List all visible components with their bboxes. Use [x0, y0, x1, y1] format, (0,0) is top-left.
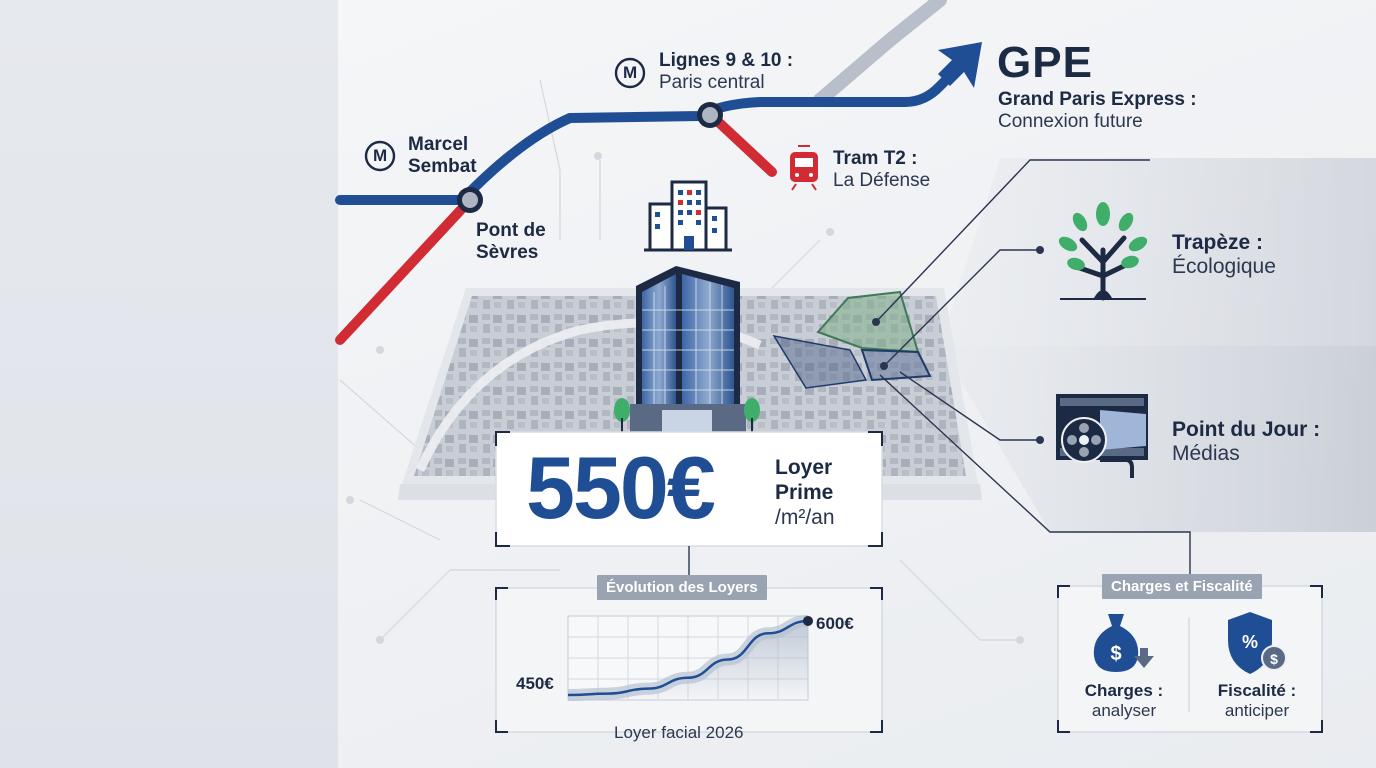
marcel-sembat-line1: Marcel: [408, 134, 469, 155]
svg-text:$: $: [1270, 651, 1278, 667]
evolution-tag: Évolution des Loyers: [597, 575, 767, 600]
tram-t2-label: Tram T2 : La Défense: [833, 148, 930, 192]
chart-series-line: [567, 619, 809, 697]
office-building-icon: [644, 180, 732, 252]
svg-text:$: $: [1110, 643, 1121, 665]
metro-symbol-lignes: M: [623, 63, 638, 82]
gpe-subtitle: Connexion future: [998, 110, 1143, 132]
fiscalite-label: Fiscalité : anticiper: [1212, 681, 1302, 720]
pont-de-sevres-line2: Sèvres: [476, 241, 539, 263]
rent-label-line1: Loyer: [775, 456, 833, 479]
marcel-sembat-label: Marcel Sembat: [408, 134, 477, 178]
money-bag-icon: $: [1093, 614, 1154, 672]
gray-transit-line: [813, 0, 947, 107]
point-du-jour-panel: [940, 346, 1376, 532]
trapeze-panel: [940, 158, 1376, 346]
tram-t2-title: Tram T2 :: [833, 148, 918, 169]
pont-de-sevres-line1: Pont de: [476, 220, 546, 241]
metro-icon-lignes-9-10: [614, 57, 646, 89]
charges-subtitle: analyser: [1091, 700, 1157, 720]
film-reel-icon: [1056, 394, 1148, 478]
rent-unit: /m²/an: [775, 506, 835, 530]
station-pont-de-sevres: [457, 187, 483, 213]
evolution-chart: [567, 614, 813, 702]
gpe-arrow-icon: [938, 42, 982, 88]
evolution-end-value: 600€: [816, 614, 854, 633]
metro-icon-marcel-sembat: [364, 140, 396, 172]
glass-tower: [630, 266, 746, 432]
tram-t2-subtitle: La Défense: [833, 169, 931, 191]
rent-label-line2: Prime: [775, 481, 834, 505]
evolution-start-value: 450€: [516, 674, 554, 693]
fiscalite-title: Fiscalité :: [1217, 681, 1297, 700]
gpe-label: Grand Paris Express : Connexion future: [998, 89, 1197, 133]
shield-percent-icon: % $: [1228, 612, 1287, 674]
gpe-title: Grand Paris Express :: [998, 89, 1197, 110]
point-du-jour-subtitle: Médias: [1172, 442, 1240, 466]
point-du-jour-title: Point du Jour :: [1172, 418, 1321, 441]
evolution-caption: Loyer facial 2026: [614, 723, 744, 742]
fiscalite-subtitle: anticiper: [1224, 700, 1290, 720]
lignes-9-10-label: Lignes 9 & 10 : Paris central: [659, 50, 793, 94]
charges-label: Charges : analyser: [1081, 681, 1167, 720]
tree-icon: [1058, 202, 1148, 301]
connector-lines: [875, 159, 1191, 578]
red-tram-line-2: [707, 111, 777, 177]
trapeze-title: Trapèze :: [1172, 231, 1264, 254]
lignes-9-10-subtitle: Paris central: [659, 71, 765, 93]
station-lignes-9-10: [697, 102, 723, 128]
trapeze-zone: [816, 290, 920, 354]
charges-title: Charges :: [1084, 681, 1164, 700]
tram-icon: [790, 145, 818, 191]
metro-symbol-marcel: M: [373, 146, 388, 165]
left-side-panel: [0, 0, 338, 768]
tree-right: [744, 398, 760, 432]
red-tram-line: [335, 195, 480, 345]
rent-label: Loyer Prime /m²/an: [775, 455, 835, 531]
trapeze-label: Trapèze : Écologique: [1172, 231, 1276, 279]
tree-left: [614, 398, 630, 432]
charges-tag: Charges et Fiscalité: [1102, 574, 1262, 599]
gpe-logo: GPE: [997, 38, 1093, 87]
lignes-9-10-title: Lignes 9 & 10 :: [659, 50, 794, 71]
chart-area-fill: [568, 620, 808, 700]
marcel-sembat-line2: Sembat: [408, 155, 477, 177]
point-du-jour-label: Point du Jour : Médias: [1172, 418, 1320, 466]
chart-end-point: [803, 615, 813, 626]
rent-value: 550€: [526, 438, 716, 537]
svg-text:%: %: [1242, 632, 1258, 652]
trapeze-subtitle: Écologique: [1172, 255, 1276, 279]
pont-de-sevres-label: Pont de Sèvres: [476, 220, 546, 264]
rent-box: [495, 431, 883, 547]
